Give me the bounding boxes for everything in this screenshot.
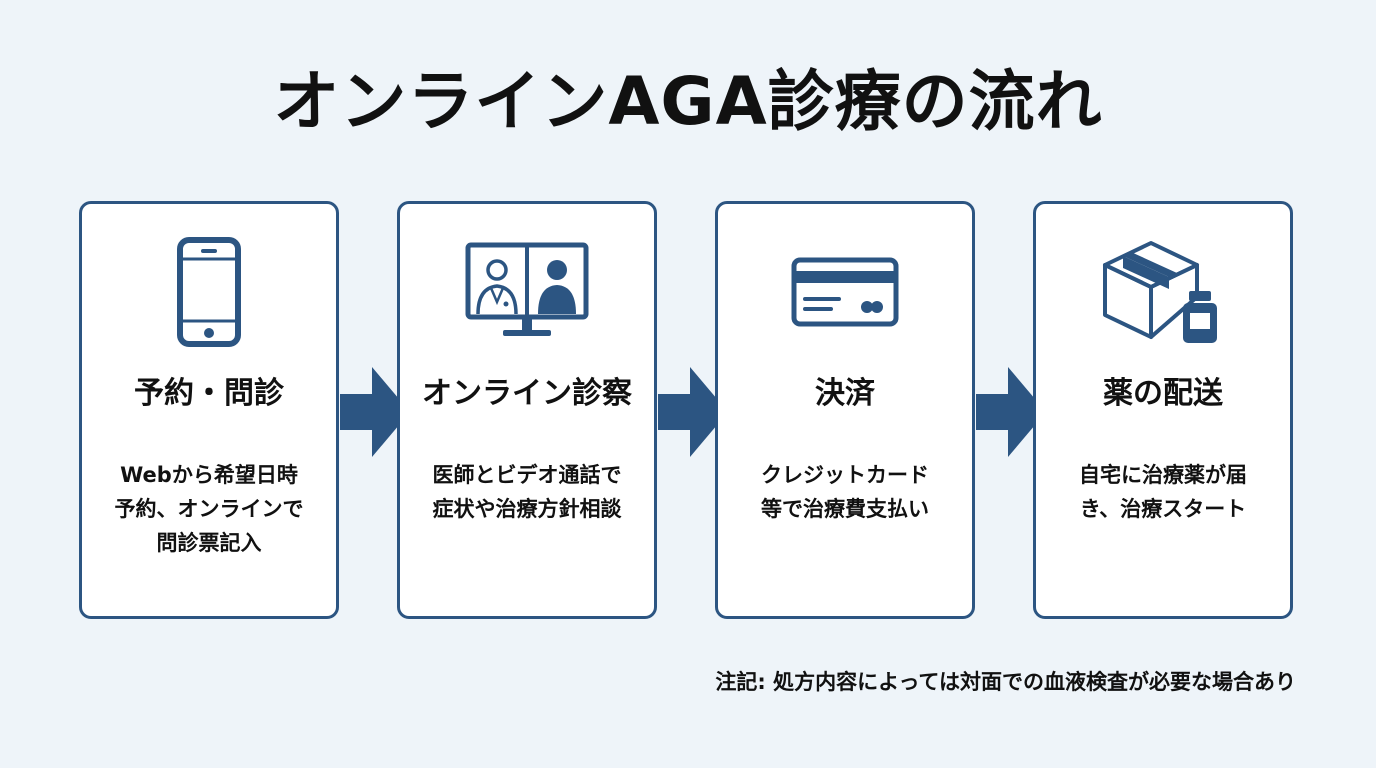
page-title: オンラインAGA診療の流れ [273,63,1103,140]
step-description: クレジットカード 等で治療費支払い [728,458,962,526]
footnote: 注記: 処方内容によっては対面での血液検査が必要な場合あり [715,670,1296,694]
step-description: 医師とビデオ通話で 症状や治療方針相談 [410,458,644,526]
step-description: 自宅に治療薬が届 き、治療スタート [1046,458,1280,526]
step-description-line: 症状や治療方針相談 [432,497,622,521]
step-description-line: Webから希望日時 [120,463,298,487]
step-description-line: 自宅に治療薬が届 [1079,463,1247,487]
step-card-online-consultation: オンライン診察 医師とビデオ通話で 症状や治療方針相談 [397,201,657,619]
step-card-delivery: 薬の配送 自宅に治療薬が届 き、治療スタート [1033,201,1293,619]
step-description-line: 問診票記入 [156,531,262,555]
video-call-icon [462,234,592,349]
step-heading: 予約・問診 [134,376,284,411]
step-heading: オンライン診察 [422,376,632,411]
credit-card-icon [780,234,910,349]
step-description: Webから希望日時 予約、オンラインで 問診票記入 [92,458,326,560]
step-heading: 薬の配送 [1103,376,1223,411]
flow-arrow-icon [340,367,410,457]
step-description-line: き、治療スタート [1079,497,1247,521]
step-card-payment: 決済 クレジットカード 等で治療費支払い [715,201,975,619]
step-description-line: クレジットカード [761,463,929,487]
step-heading: 決済 [815,376,875,411]
smartphone-icon [144,234,274,349]
step-description-line: 予約、オンラインで [114,497,304,521]
step-description-line: 医師とビデオ通話で [432,463,622,487]
step-card-reservation: 予約・問診 Webから希望日時 予約、オンラインで 問診票記入 [79,201,339,619]
step-description-line: 等で治療費支払い [761,497,929,521]
flow-arrow-icon [976,367,1046,457]
package-medicine-icon [1098,234,1228,349]
flow-arrow-icon [658,367,728,457]
